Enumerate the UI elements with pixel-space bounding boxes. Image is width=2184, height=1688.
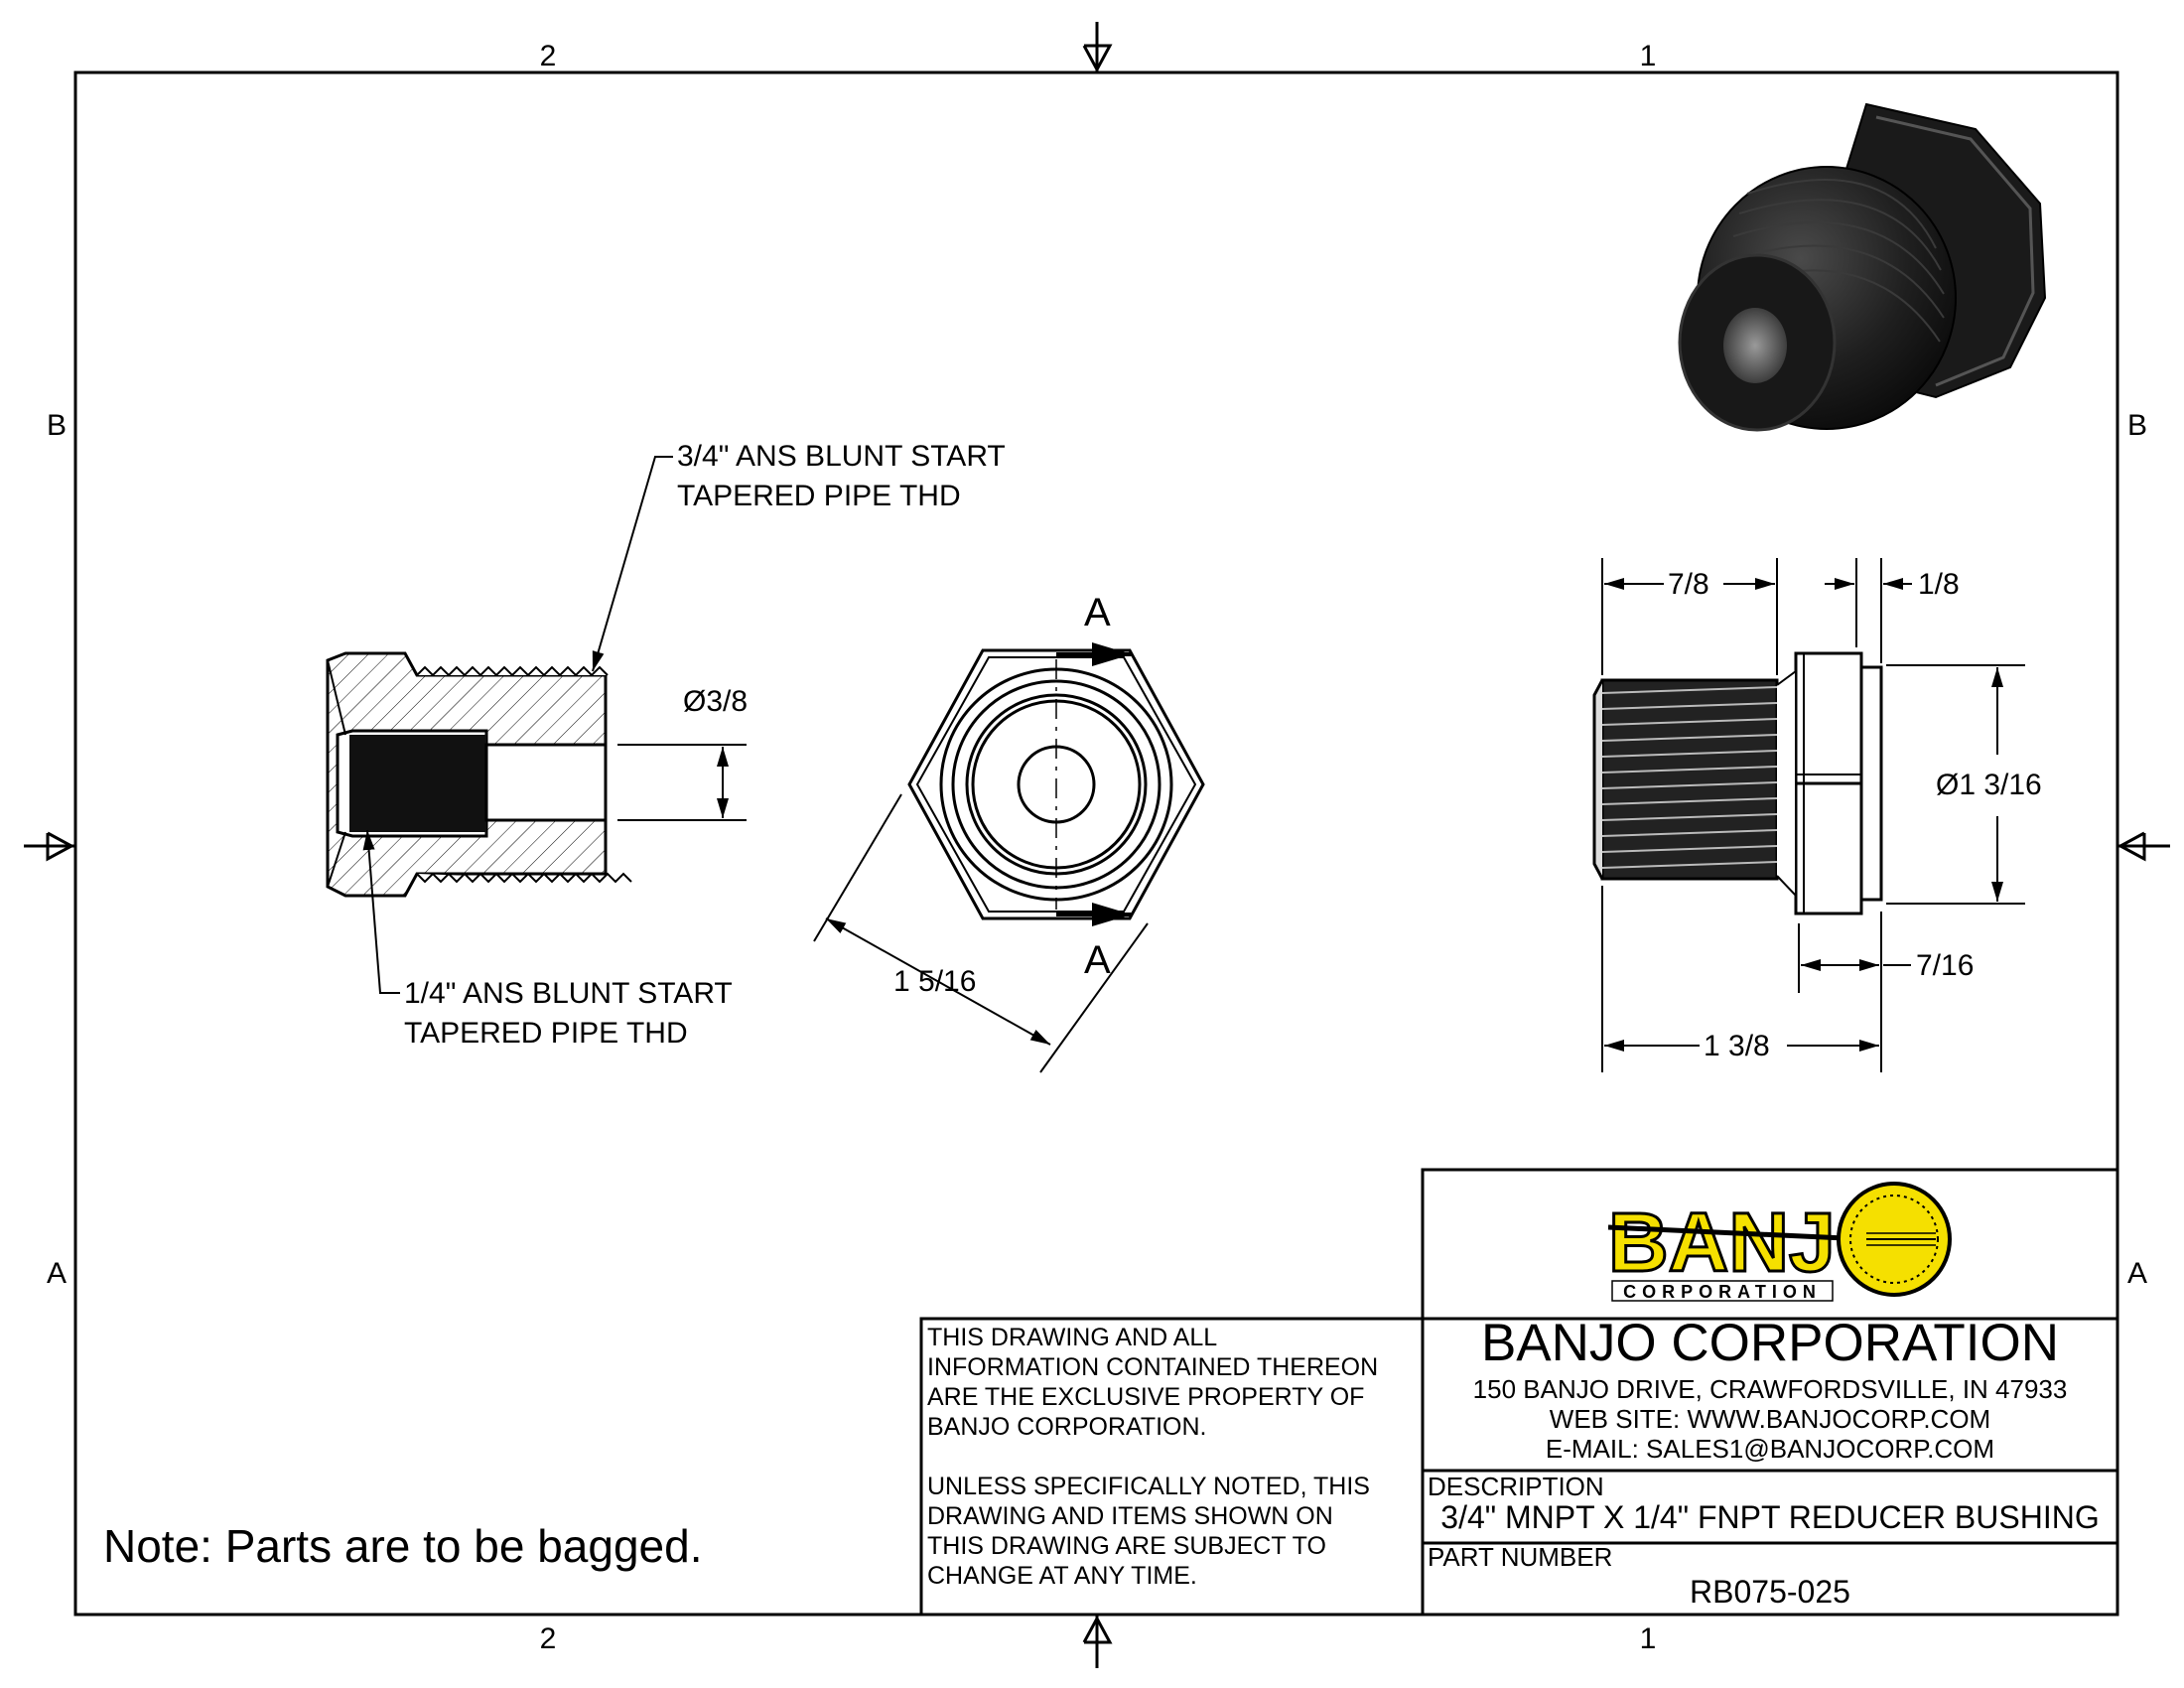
overall-length-label: 1 3/8 bbox=[1704, 1030, 1770, 1062]
title-block-frame bbox=[919, 1168, 2119, 1617]
outer-thread-callout: 3/4" ANS BLUNT START bbox=[677, 440, 1006, 473]
part-number-value: RB075-025 bbox=[1690, 1574, 1850, 1610]
hex-dia-side-label: Ø1 3/16 bbox=[1936, 769, 2042, 801]
flange-thickness-label: 1/8 bbox=[1918, 568, 1960, 601]
proprietary-notice: THIS DRAWING AND ALL INFORMATION CONTAIN… bbox=[927, 1324, 1379, 1441]
side-dimensions bbox=[1601, 558, 2025, 1072]
company-email: E-MAIL: SALES1@BANJOCORP.COM bbox=[1545, 1434, 1995, 1464]
zone-label: 1 bbox=[1640, 40, 1657, 72]
centering-marks bbox=[24, 22, 2170, 1668]
outer-thread-leader bbox=[592, 456, 673, 672]
side-view bbox=[1592, 651, 1883, 915]
bore-dimension bbox=[617, 744, 747, 821]
logo-word: BANJ bbox=[1608, 1196, 1836, 1289]
zone-label: A bbox=[2127, 1257, 2147, 1290]
zone-label: 2 bbox=[540, 40, 557, 72]
zone-label: 1 bbox=[1640, 1622, 1657, 1655]
description-label: DESCRIPTION bbox=[1428, 1472, 1604, 1501]
bagging-note: Note: Parts are to be bagged. bbox=[103, 1520, 703, 1572]
logo-subtext: CORPORATION bbox=[1623, 1282, 1822, 1302]
change-notice: UNLESS SPECIFICALLY NOTED, THIS DRAWING … bbox=[927, 1473, 1370, 1590]
part-number-label: PART NUMBER bbox=[1428, 1542, 1613, 1572]
zone-label: 2 bbox=[540, 1622, 557, 1655]
hex-length-label: 7/16 bbox=[1916, 949, 1974, 982]
banjo-logo: BANJ CORPORATION bbox=[1607, 1182, 1952, 1302]
company-name: BANJO CORPORATION bbox=[1480, 1314, 2060, 1372]
section-label: A bbox=[1084, 938, 1111, 982]
inner-thread-leader bbox=[362, 829, 400, 994]
isometric-render bbox=[1678, 102, 2047, 432]
bore-dia-label: Ø3/8 bbox=[683, 685, 748, 718]
through-bore bbox=[484, 743, 608, 822]
section-view bbox=[326, 651, 632, 898]
section-label: A bbox=[1084, 591, 1111, 634]
outer-thread-callout: TAPERED PIPE THD bbox=[677, 480, 961, 512]
company-website: WEB SITE: WWW.BANJOCORP.COM bbox=[1549, 1404, 1991, 1434]
outer-thread-bottom bbox=[416, 872, 632, 884]
description-value: 3/4" MNPT X 1/4" FNPT REDUCER BUSHING bbox=[1440, 1499, 2100, 1535]
inner-thread-callout: TAPERED PIPE THD bbox=[404, 1017, 688, 1050]
zone-label: B bbox=[2127, 409, 2147, 442]
company-address: 150 BANJO DRIVE, CRAWFORDSVILLE, IN 4793… bbox=[1472, 1374, 2068, 1404]
end-view bbox=[907, 642, 1205, 926]
thread-length-label: 7/8 bbox=[1668, 568, 1709, 601]
outer-thread-top bbox=[416, 665, 609, 677]
inner-thread-callout: 1/4" ANS BLUNT START bbox=[404, 977, 733, 1010]
hex-dimension bbox=[813, 793, 1149, 1073]
zone-label: B bbox=[47, 409, 67, 442]
hex-dia-label: 1 5/16 bbox=[893, 965, 976, 998]
zone-label: A bbox=[47, 1257, 67, 1290]
